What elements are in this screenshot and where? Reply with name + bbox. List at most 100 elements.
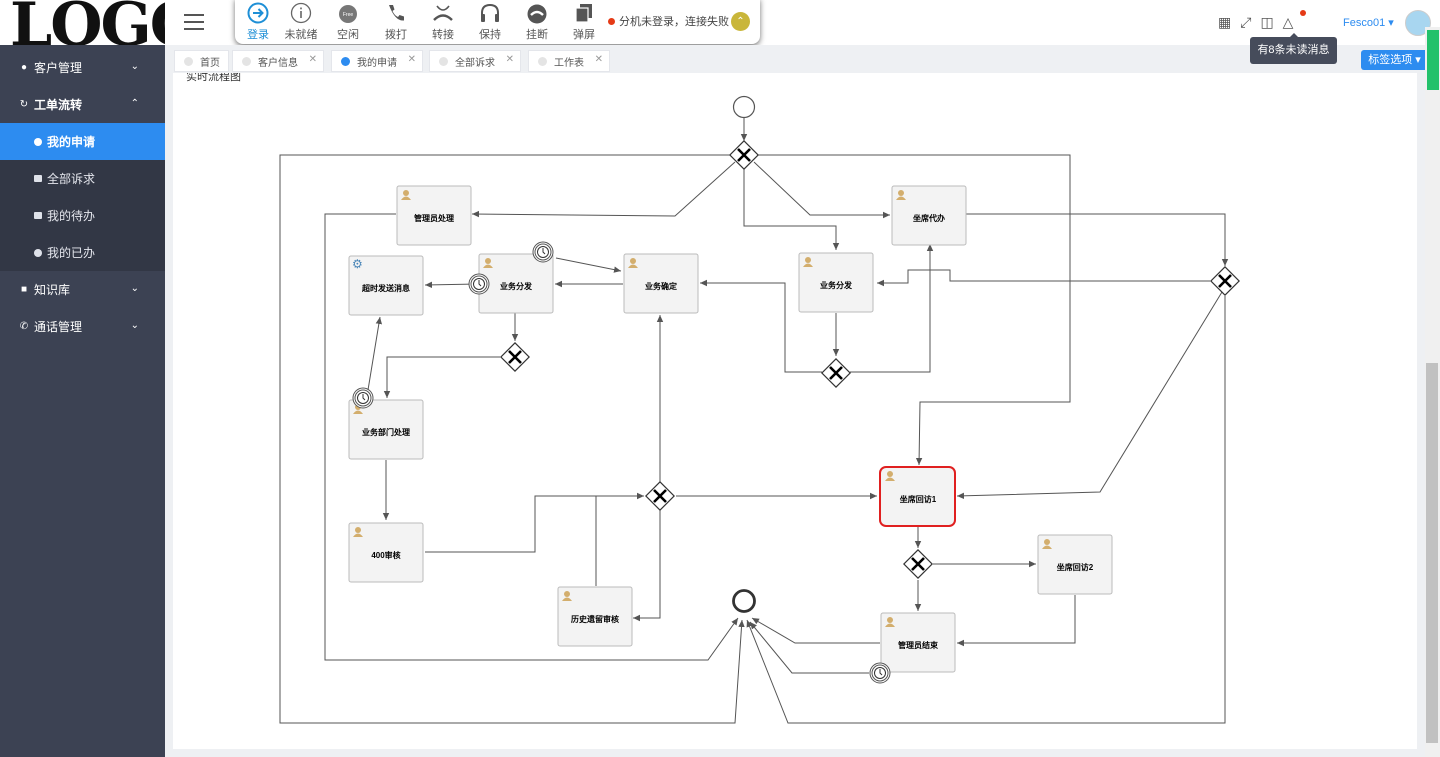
close-icon[interactable]: ✕ bbox=[407, 54, 416, 65]
start-event bbox=[732, 95, 756, 119]
hangup-button[interactable]: 挂断 bbox=[517, 2, 557, 42]
menu-toggle-icon[interactable] bbox=[184, 14, 204, 35]
idle-label: 空闲 bbox=[337, 29, 359, 41]
status-dot-icon bbox=[608, 17, 615, 25]
users-icon: ● bbox=[20, 62, 28, 73]
close-icon[interactable]: ✕ bbox=[594, 54, 603, 65]
sidebar-subitem-all-requests[interactable]: 全部诉求 bbox=[0, 160, 165, 197]
chevron-down-icon: ⌄ bbox=[130, 320, 139, 331]
tab-all-requests[interactable]: 全部诉求 ✕ bbox=[429, 50, 521, 72]
tabs-bar: 首页 客户信息✕ 我的申请 ✕ 全部诉求 ✕ 工作表 ✕ 标签选项 ▾ bbox=[165, 45, 1440, 73]
chevron-down-icon: ⌄ bbox=[130, 61, 139, 72]
content-panel: 实时流程图 bbox=[173, 73, 1417, 749]
tab-label: 我的申请 bbox=[357, 57, 397, 69]
sidebar-subitem-my-todo[interactable]: 我的待办 bbox=[0, 197, 165, 234]
phone-icon: ✆ bbox=[19, 321, 29, 332]
apps-grid-icon[interactable]: ▦ bbox=[1218, 14, 1232, 30]
tag-options-label: 标签选项 bbox=[1368, 54, 1413, 66]
logo-text: LOGO bbox=[10, 0, 165, 45]
hangup-icon bbox=[527, 4, 547, 24]
node-label: 坐席代办 bbox=[913, 213, 945, 223]
chevron-up-icon: ⌃ bbox=[130, 98, 139, 109]
hold-label: 保持 bbox=[479, 29, 501, 41]
notification-dot bbox=[1300, 10, 1306, 16]
circle-icon bbox=[34, 137, 42, 146]
sidebar-item-calls[interactable]: ✆ 通话管理 ⌄ bbox=[0, 308, 165, 345]
sidebar-item-knowledge[interactable]: ■ 知识库 ⌄ bbox=[0, 271, 165, 308]
flow-node[interactable]: 业务确定 bbox=[623, 253, 699, 314]
copy-icon bbox=[34, 212, 42, 219]
sidebar-subitem-my-applications[interactable]: 我的申请 bbox=[0, 123, 165, 160]
tab-worksheet[interactable]: 工作表 ✕ bbox=[528, 50, 610, 72]
gateway bbox=[499, 341, 531, 373]
flow-node[interactable]: 业务分发 bbox=[798, 252, 874, 313]
node-label: 业务分发 bbox=[820, 280, 853, 290]
workorder-submenu: 我的申请 全部诉求 我的待办 我的已办 bbox=[0, 123, 165, 271]
gear-icon: ⚙ bbox=[352, 257, 363, 271]
hold-button[interactable]: 保持 bbox=[470, 2, 510, 42]
scrollbar-thumb[interactable] bbox=[1426, 363, 1438, 743]
bell-icon[interactable]: △ bbox=[1282, 14, 1294, 30]
sidebar-subitem-my-done[interactable]: 我的已办 bbox=[0, 234, 165, 271]
flow-node[interactable]: 业务分发 bbox=[478, 253, 554, 314]
sidebar-item-label: 知识库 bbox=[34, 283, 71, 297]
sidebar-item-customer[interactable]: ● 客户管理 ⌄ bbox=[0, 49, 165, 86]
node-label: 业务部门处理 bbox=[362, 427, 410, 437]
sidebar-menu: ● 客户管理 ⌄ ↻ 工单流转 ⌃ 我的申请 全部诉求 我的待办 bbox=[0, 49, 165, 345]
flow-node[interactable]: 400审核 bbox=[348, 522, 424, 583]
fullscreen-icon[interactable]: ⤢ bbox=[1240, 14, 1252, 30]
tab-dot-icon bbox=[184, 56, 193, 66]
sidebar-item-workorder[interactable]: ↻ 工单流转 ⌃ bbox=[0, 86, 165, 123]
transfer-button[interactable]: 转接 bbox=[423, 2, 463, 42]
flow-node[interactable]: 历史遗留审核 bbox=[557, 586, 633, 647]
idle-button[interactable]: Free 空闲 bbox=[328, 2, 368, 42]
headset-icon bbox=[481, 3, 499, 22]
notification-tooltip: 有8条未读消息 bbox=[1250, 33, 1337, 64]
flow-node-active[interactable]: 坐席回访1 bbox=[879, 466, 956, 527]
dial-button[interactable]: 拨打 bbox=[376, 2, 416, 42]
close-icon[interactable]: ✕ bbox=[505, 54, 514, 65]
timer-icon bbox=[352, 387, 374, 409]
popup-button[interactable]: 弹屏 bbox=[564, 2, 604, 42]
node-label: 业务分发 bbox=[500, 281, 533, 291]
tab-label: 工作表 bbox=[554, 57, 584, 69]
tag-options-button[interactable]: 标签选项 ▾ bbox=[1361, 50, 1428, 70]
lock-icon[interactable]: ◫ bbox=[1260, 14, 1274, 30]
popup-label: 弹屏 bbox=[573, 29, 595, 41]
tab-dot-icon bbox=[439, 56, 448, 66]
gateway bbox=[902, 548, 934, 580]
tab-customer-info[interactable]: 客户信息✕ bbox=[232, 50, 324, 72]
tab-dot-icon bbox=[538, 56, 547, 66]
refresh-icon: ↻ bbox=[19, 99, 29, 110]
flow-node[interactable]: 管理员结束 bbox=[880, 612, 956, 673]
tab-home[interactable]: 首页 bbox=[174, 50, 229, 72]
timer-icon bbox=[468, 273, 490, 295]
flow-node[interactable]: 坐席回访2 bbox=[1037, 534, 1113, 595]
sidebar-subitem-label: 我的申请 bbox=[47, 135, 96, 149]
close-icon[interactable]: ✕ bbox=[308, 54, 317, 65]
transfer-icon bbox=[433, 5, 453, 21]
logo: LOGO bbox=[0, 0, 165, 45]
not-ready-button[interactable]: 未就绪 bbox=[281, 2, 321, 42]
flow-node[interactable]: 管理员处理 bbox=[396, 185, 472, 246]
flow-node[interactable]: ⚙ 超时发送消息 bbox=[348, 255, 424, 316]
user-menu[interactable]: Fesco01 ▾ bbox=[1343, 17, 1394, 29]
flow-node[interactable]: 坐席代办 bbox=[891, 185, 967, 246]
extension-status: 分机未登录，连接失败 bbox=[608, 13, 729, 29]
sidebar-subitem-label: 我的待办 bbox=[47, 209, 96, 223]
header-icons: ▦ ⤢ ◫ △ bbox=[1218, 14, 1293, 31]
book-icon: ■ bbox=[20, 284, 28, 295]
tab-my-applications[interactable]: 我的申请 ✕ bbox=[331, 50, 423, 72]
node-label: 400审核 bbox=[371, 550, 400, 560]
node-label: 坐席回访2 bbox=[1057, 562, 1094, 572]
collapse-toolbar-icon[interactable]: ⌃ bbox=[731, 12, 750, 31]
tab-dot-icon bbox=[341, 56, 350, 66]
free-icon: Free bbox=[339, 5, 357, 23]
connectors bbox=[279, 118, 1229, 724]
sidebar-item-label: 客户管理 bbox=[34, 61, 83, 75]
login-button[interactable]: 登录 bbox=[238, 2, 278, 42]
flow-node[interactable]: 业务部门处理 bbox=[348, 399, 424, 460]
tab-label: 全部诉求 bbox=[455, 57, 495, 69]
folder-icon bbox=[34, 175, 42, 182]
info-icon bbox=[290, 2, 312, 24]
